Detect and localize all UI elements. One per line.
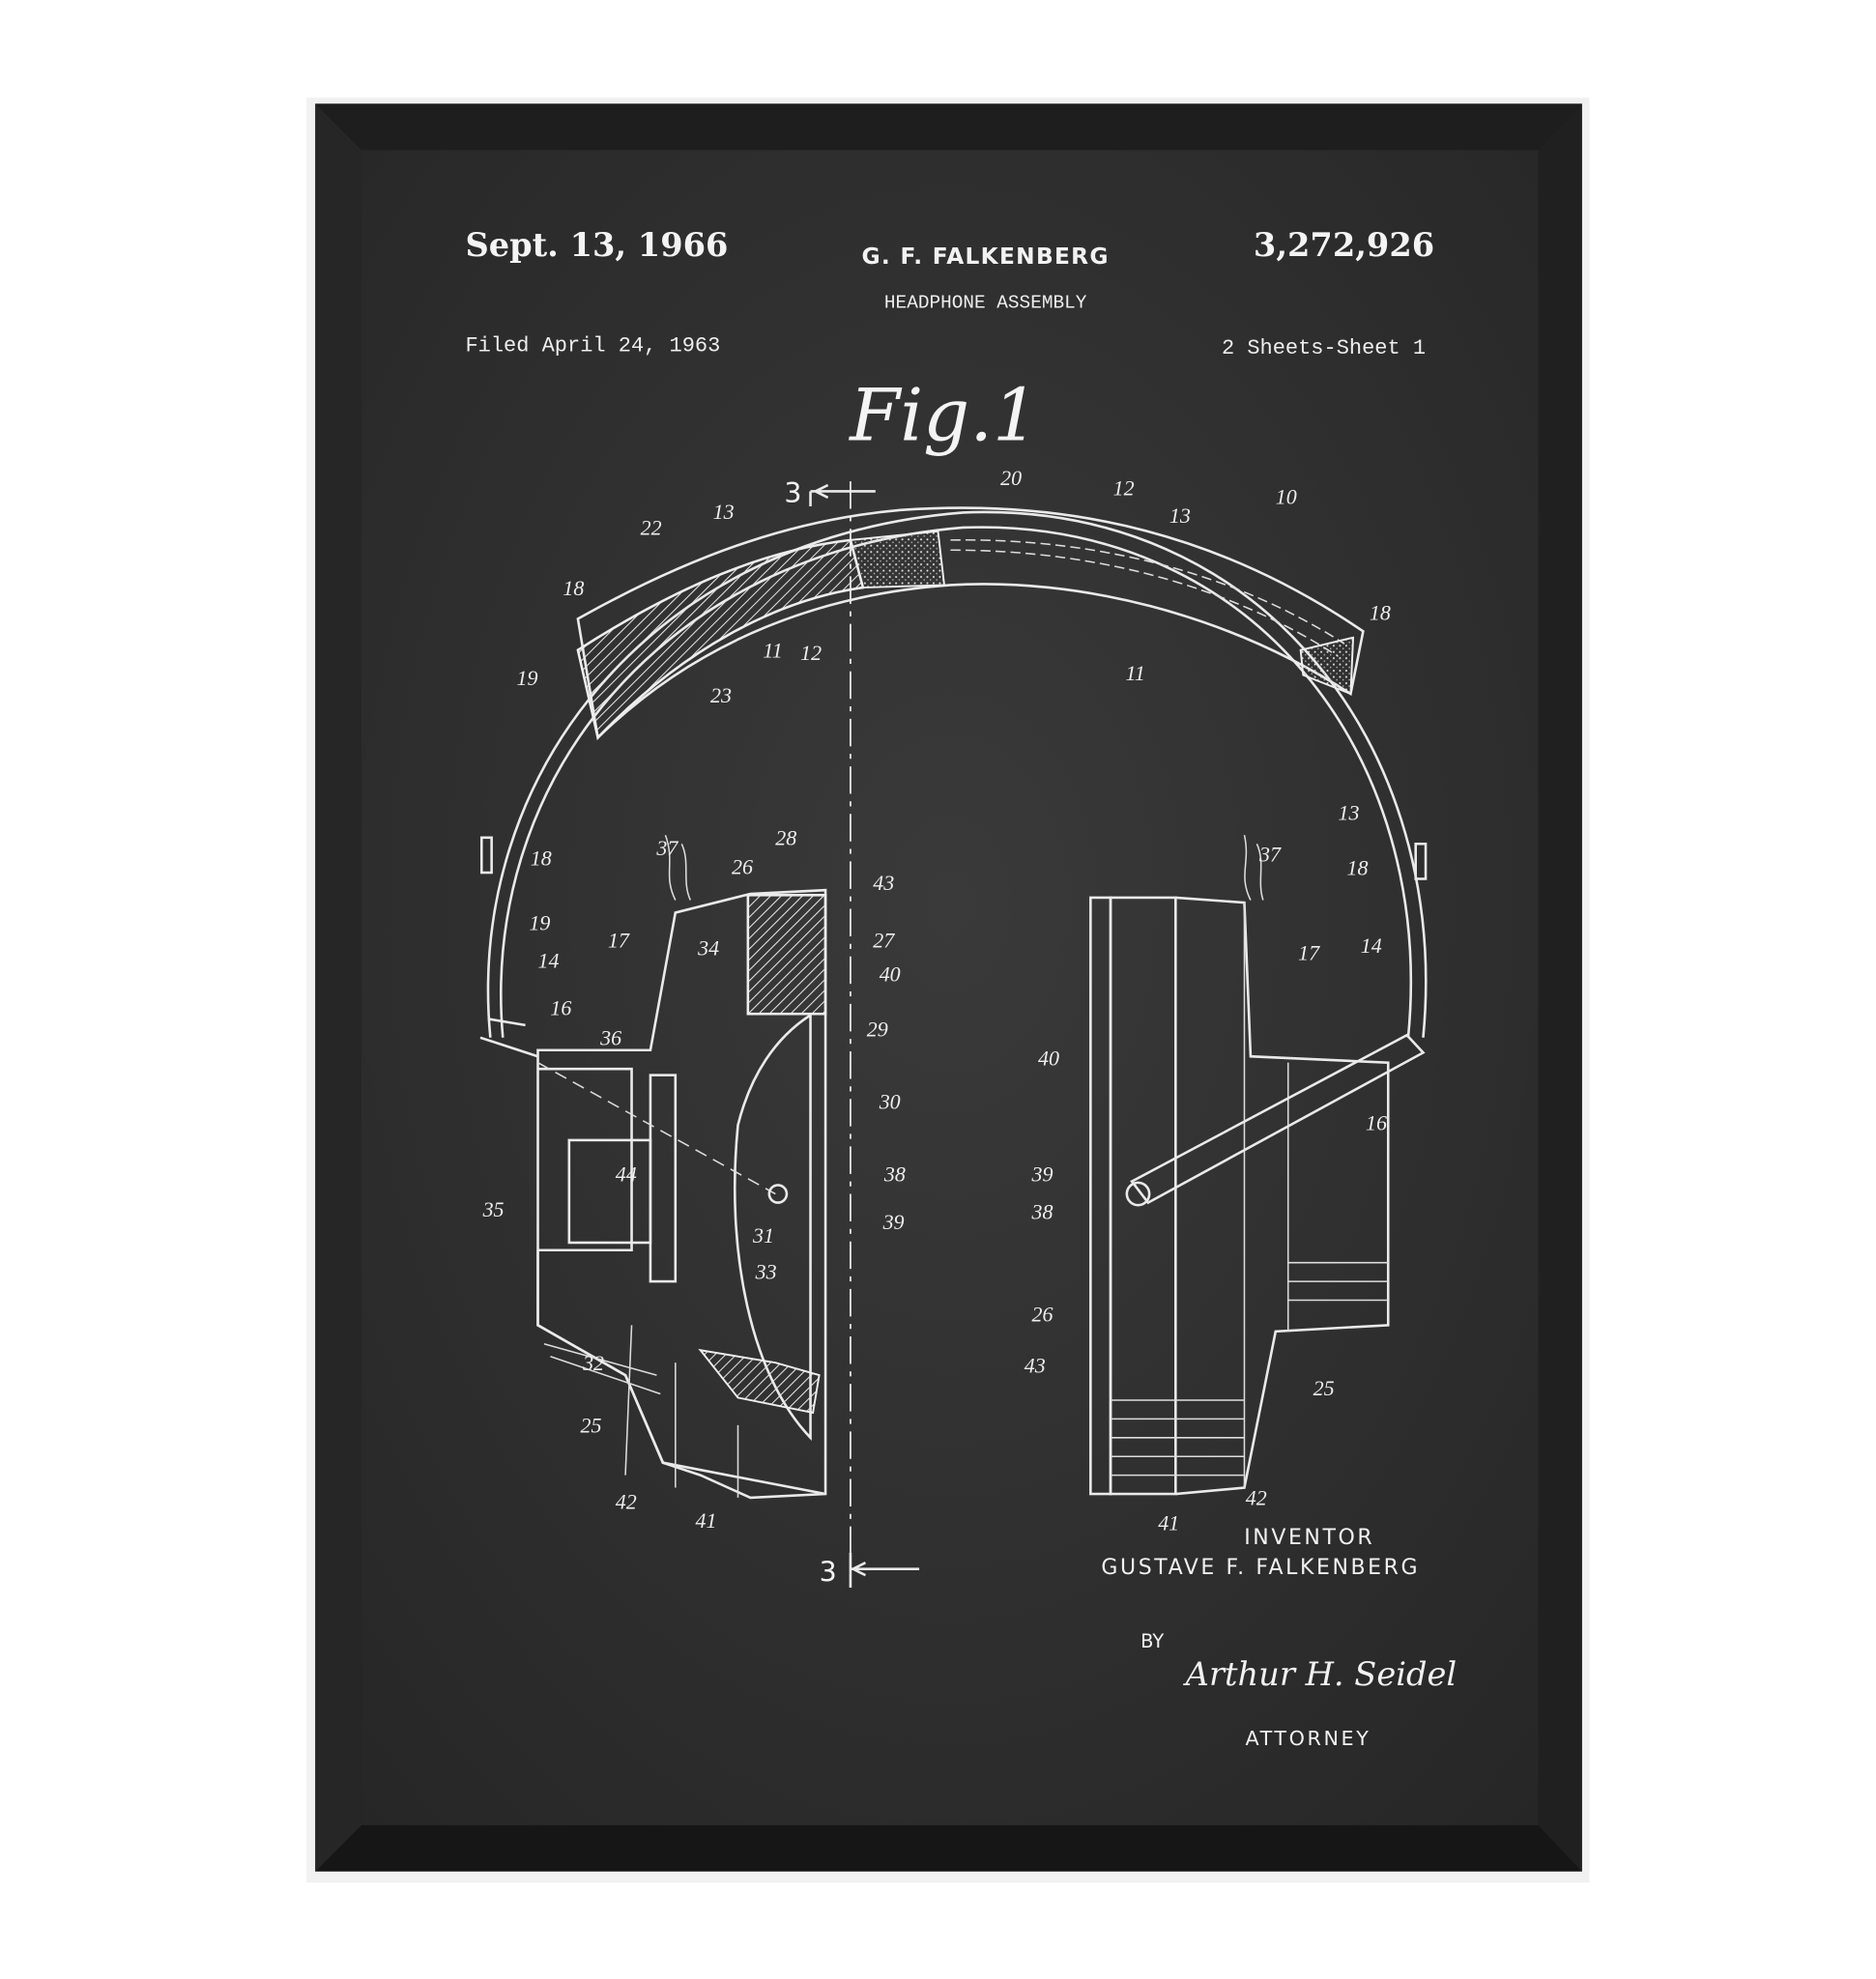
part-label: 18 [1370, 601, 1391, 625]
part-label: 19 [529, 911, 550, 935]
part-label: 34 [697, 935, 719, 960]
part-label: 17 [1298, 941, 1320, 965]
part-label: 11 [1126, 661, 1145, 685]
part-label: 16 [1366, 1111, 1387, 1135]
inventor-short: G. F. FALKENBERG [862, 244, 1110, 270]
part-label: 39 [1031, 1162, 1053, 1187]
part-label: 30 [879, 1090, 901, 1114]
part-label: 12 [800, 641, 822, 665]
patent-number: 3,272,926 [1254, 225, 1434, 264]
part-label: 33 [755, 1260, 777, 1284]
part-label: 14 [1361, 933, 1382, 958]
part-label: 40 [1038, 1046, 1059, 1070]
part-label: 18 [1347, 856, 1369, 880]
part-label: 22 [641, 516, 662, 540]
inventor-heading: INVENTOR [1244, 1526, 1374, 1550]
part-label: 38 [883, 1162, 906, 1187]
part-label: 29 [867, 1018, 888, 1042]
part-label: 23 [710, 683, 732, 707]
part-label: 31 [752, 1223, 774, 1248]
left-earcup-section [479, 834, 827, 1500]
part-label: 26 [732, 854, 753, 878]
headband-outer [486, 510, 1428, 1038]
part-label: 17 [608, 929, 630, 953]
part-number-labels: 20 12 13 10 22 13 18 11 12 18 11 19 23 13 18 37 26 28 43 37… [482, 466, 1391, 1535]
section-marker-bottom: 3 [820, 1557, 837, 1589]
part-label: 11 [763, 639, 782, 663]
yoke-arm-16 [1130, 1033, 1426, 1205]
filed-date: Filed April 24, 1963 [465, 334, 720, 359]
patent-date: Sept. 13, 1966 [465, 225, 728, 264]
part-label: 42 [616, 1490, 637, 1514]
headphone-drawing: 3 3 [479, 466, 1428, 1589]
part-label: 42 [1246, 1486, 1267, 1510]
part-label: 44 [616, 1162, 637, 1187]
patent-title: HEADPHONE ASSEMBLY [884, 292, 1087, 313]
part-label: 40 [880, 962, 901, 987]
part-label: 13 [1169, 503, 1191, 528]
part-label: 43 [1025, 1354, 1046, 1378]
part-label: 39 [882, 1210, 905, 1234]
inventor-name: GUSTAVE F. FALKENBERG [1101, 1556, 1420, 1580]
part-label: 12 [1113, 475, 1135, 500]
part-label: 28 [775, 826, 796, 850]
part-label: 37 [655, 836, 678, 860]
part-label: 26 [1032, 1302, 1053, 1326]
chalkboard [361, 150, 1539, 1825]
part-label: 32 [582, 1351, 604, 1375]
figure-label: Fig.1 [848, 372, 1039, 457]
part-label: 43 [873, 871, 894, 895]
attorney-signature: Arthur H. Seidel [1183, 1655, 1458, 1693]
part-label: 27 [873, 929, 895, 953]
part-label: 18 [563, 576, 584, 600]
part-label: 13 [713, 500, 735, 524]
part-label: 10 [1276, 484, 1297, 508]
right-earcup [1089, 835, 1426, 1496]
part-label: 14 [538, 948, 560, 972]
part-label: 25 [1313, 1376, 1335, 1400]
section-marker-top: 3 [784, 477, 801, 509]
part-label: 41 [696, 1508, 717, 1533]
part-label: 13 [1338, 801, 1359, 825]
attorney-label: ATTORNEY [1245, 1727, 1371, 1750]
part-label: 19 [517, 666, 538, 690]
part-label: 36 [599, 1026, 621, 1050]
part-label: 20 [1000, 466, 1022, 490]
sheet-info: 2 Sheets-Sheet 1 [1222, 336, 1426, 360]
part-label: 41 [1158, 1511, 1179, 1535]
part-label: 25 [580, 1414, 601, 1438]
part-label: 38 [1031, 1199, 1053, 1223]
part-label: 16 [550, 996, 571, 1020]
part-label: 35 [482, 1197, 505, 1221]
by-label: BY [1140, 1630, 1164, 1652]
part-label: 18 [531, 846, 552, 870]
part-label: 37 [1258, 842, 1282, 866]
